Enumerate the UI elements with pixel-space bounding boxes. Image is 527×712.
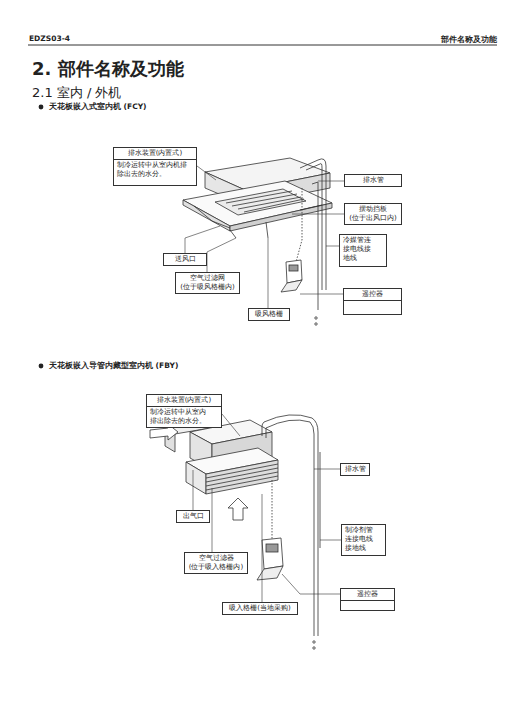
part-name: 空气过滤器 (位于吸入格栅内) [185, 553, 247, 573]
callout-box-with-header: 排水装置(内置式)制冷运转中从室内 排出除去的水分。 [146, 394, 222, 428]
part-name: 摆动挡板 (位于出风口内) [345, 204, 401, 224]
unit-heading: 天花板嵌入式室内机 (FCY) [49, 102, 147, 112]
part-description: 制冷运转中从室内机排 除出去的水分。 [114, 160, 196, 180]
bullet [39, 105, 44, 110]
remote-controller [281, 260, 302, 292]
callout-box: 出气口 [176, 510, 210, 523]
callout-box: 吸风格栅 [248, 308, 290, 321]
part-name: 出气口 [177, 511, 209, 522]
header-rule [28, 45, 497, 46]
callout-box: 冷媒管连 接电线接 地线 [339, 234, 387, 267]
part-name: 排水管 [345, 175, 401, 186]
part-name: 送风口 [164, 254, 206, 265]
part-name: 制冷剂管 连接电线 接地线 [342, 525, 385, 554]
callout-box: 吸入格栅(当地采购) [222, 602, 298, 615]
document-code: EDZS03-4 [29, 34, 70, 43]
duct-unit [150, 420, 278, 520]
part-description: 制冷运转中从室内 排出除去的水分。 [147, 407, 221, 427]
part-name: 排水装置(内置式) [147, 395, 221, 407]
pipes [296, 159, 326, 325]
part-name: 冷媒管连 接电线接 地线 [340, 235, 386, 264]
unit-heading: 天花板嵌入导管内藏型室内机 (FBY) [49, 361, 178, 371]
part-name: 排水装置(内置式) [114, 148, 196, 160]
callout-box: 制冷剂管 连接电线 接地线 [341, 524, 386, 556]
callout-box: 空气过滤器 (位于吸入格栅内) [184, 552, 248, 574]
callout-box-with-header: 排水装置(内置式)制冷运转中从室内机排 除出去的水分。 [113, 147, 197, 186]
callout-box: 空气过滤网 (位于吸风格栅内) [175, 272, 240, 294]
part-name: 遥控器 [344, 289, 401, 301]
part-name: 吸风格栅 [249, 309, 289, 320]
subsection-title: 2.1 室内 / 外机 [32, 84, 121, 102]
part-name: 排水管 [341, 464, 369, 475]
callout-box: 排水管 [344, 174, 402, 187]
part-name: 吸入格栅(当地采购) [223, 603, 297, 614]
bullet [39, 364, 44, 369]
callout-box: 排水管 [340, 463, 370, 476]
callout-box-with-header: 遥控器 [343, 288, 402, 315]
callout-box: 摆动挡板 (位于出风口内) [344, 203, 402, 225]
callout-box-with-header: 遥控器 [340, 588, 395, 611]
section-header: 部件名称及功能 [380, 34, 497, 45]
callout-box: 送风口 [163, 253, 207, 266]
remote-controller [257, 538, 283, 580]
part-name: 遥控器 [341, 589, 394, 601]
cassette-unit [183, 158, 332, 238]
part-name: 空气过滤网 (位于吸风格栅内) [176, 273, 239, 293]
page-title: 2. 部件名称及功能 [32, 57, 184, 81]
